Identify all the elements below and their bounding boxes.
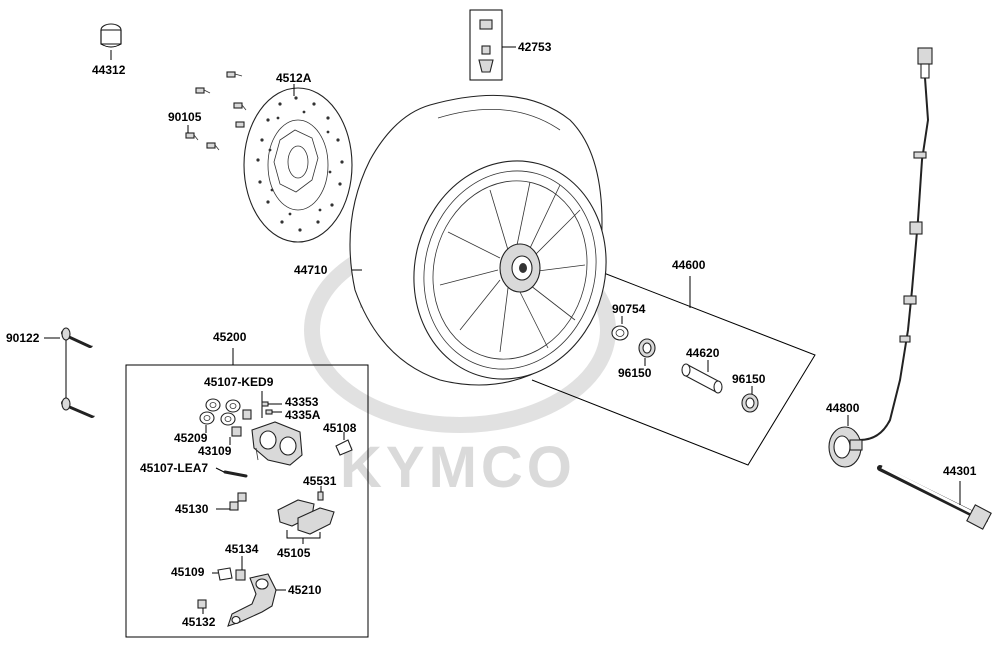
pin-45531: 45531 bbox=[303, 474, 337, 501]
label-96150-left: 96150 bbox=[618, 366, 652, 380]
caliper-group-box-45200: 45200 bbox=[125, 330, 369, 638]
label-45531: 45531 bbox=[303, 474, 337, 488]
label-96150-right: 96150 bbox=[732, 372, 766, 386]
label-45109: 45109 bbox=[171, 565, 205, 579]
brake-disc-4512A: 4512A bbox=[243, 71, 353, 243]
label-44301: 44301 bbox=[943, 464, 977, 478]
label-90122: 90122 bbox=[6, 331, 40, 345]
tire-valve-42753: 42753 bbox=[469, 9, 552, 81]
bearing-96150-left: 96150 bbox=[618, 338, 656, 380]
label-45107-KED9: 45107-KED9 bbox=[204, 375, 274, 389]
label-90105: 90105 bbox=[168, 110, 202, 124]
label-43353: 43353 bbox=[285, 395, 319, 409]
pin-45107-LEA7: 45107-LEA7 bbox=[140, 461, 248, 478]
caliper-bracket-45210: 45210 bbox=[227, 573, 322, 627]
label-44600: 44600 bbox=[672, 258, 706, 272]
boot-45134: 45134 bbox=[225, 542, 259, 581]
label-43109: 43109 bbox=[198, 444, 232, 458]
oil-seal-90754: 90754 bbox=[611, 302, 646, 341]
label-4335A: 4335A bbox=[285, 408, 321, 422]
bearing-96150-right: 96150 bbox=[732, 372, 766, 413]
label-42753: 42753 bbox=[518, 40, 552, 54]
disc-bolts-90105: 90105 bbox=[168, 71, 247, 151]
label-4512A: 4512A bbox=[276, 71, 312, 85]
watermark-text: KYMCO bbox=[340, 435, 576, 500]
label-45209: 45209 bbox=[174, 431, 208, 445]
front-wheel-44710: 44710 bbox=[294, 94, 607, 386]
label-45130: 45130 bbox=[175, 502, 209, 516]
label-44312: 44312 bbox=[92, 63, 126, 77]
bolt-45132: 45132 bbox=[182, 599, 216, 629]
caliper-body bbox=[251, 421, 303, 466]
spacer-44312: 44312 bbox=[92, 23, 126, 77]
label-45105: 45105 bbox=[277, 546, 311, 560]
seals-45209-43109: 45209 43109 bbox=[174, 398, 252, 458]
brake-pads-45105: 45105 bbox=[277, 499, 335, 560]
bolts-90122: 90122 bbox=[6, 327, 96, 418]
label-44710: 44710 bbox=[294, 263, 328, 277]
spring-45108: 45108 bbox=[323, 421, 357, 456]
pin-45107-KED9: 45107-KED9 bbox=[204, 375, 274, 418]
label-45200: 45200 bbox=[213, 330, 247, 344]
clip-45109: 45109 bbox=[171, 565, 233, 581]
label-45210: 45210 bbox=[288, 583, 322, 597]
label-44620: 44620 bbox=[686, 346, 720, 360]
bolt-45130: 45130 bbox=[175, 492, 247, 516]
label-45134: 45134 bbox=[225, 542, 259, 556]
label-45108: 45108 bbox=[323, 421, 357, 435]
label-45132: 45132 bbox=[182, 615, 216, 629]
label-90754: 90754 bbox=[612, 302, 646, 316]
collar-44620: 44620 bbox=[681, 346, 723, 394]
label-44800: 44800 bbox=[826, 401, 860, 415]
speed-sensor-44800: 44800 bbox=[826, 47, 933, 468]
front-axle-44301: 44301 bbox=[877, 464, 992, 530]
bleeder-43353-4335A: 43353 4335A bbox=[261, 395, 321, 422]
axle-parts-box-44600: 44600 bbox=[531, 258, 816, 466]
label-45107-LEA7: 45107-LEA7 bbox=[140, 461, 208, 475]
